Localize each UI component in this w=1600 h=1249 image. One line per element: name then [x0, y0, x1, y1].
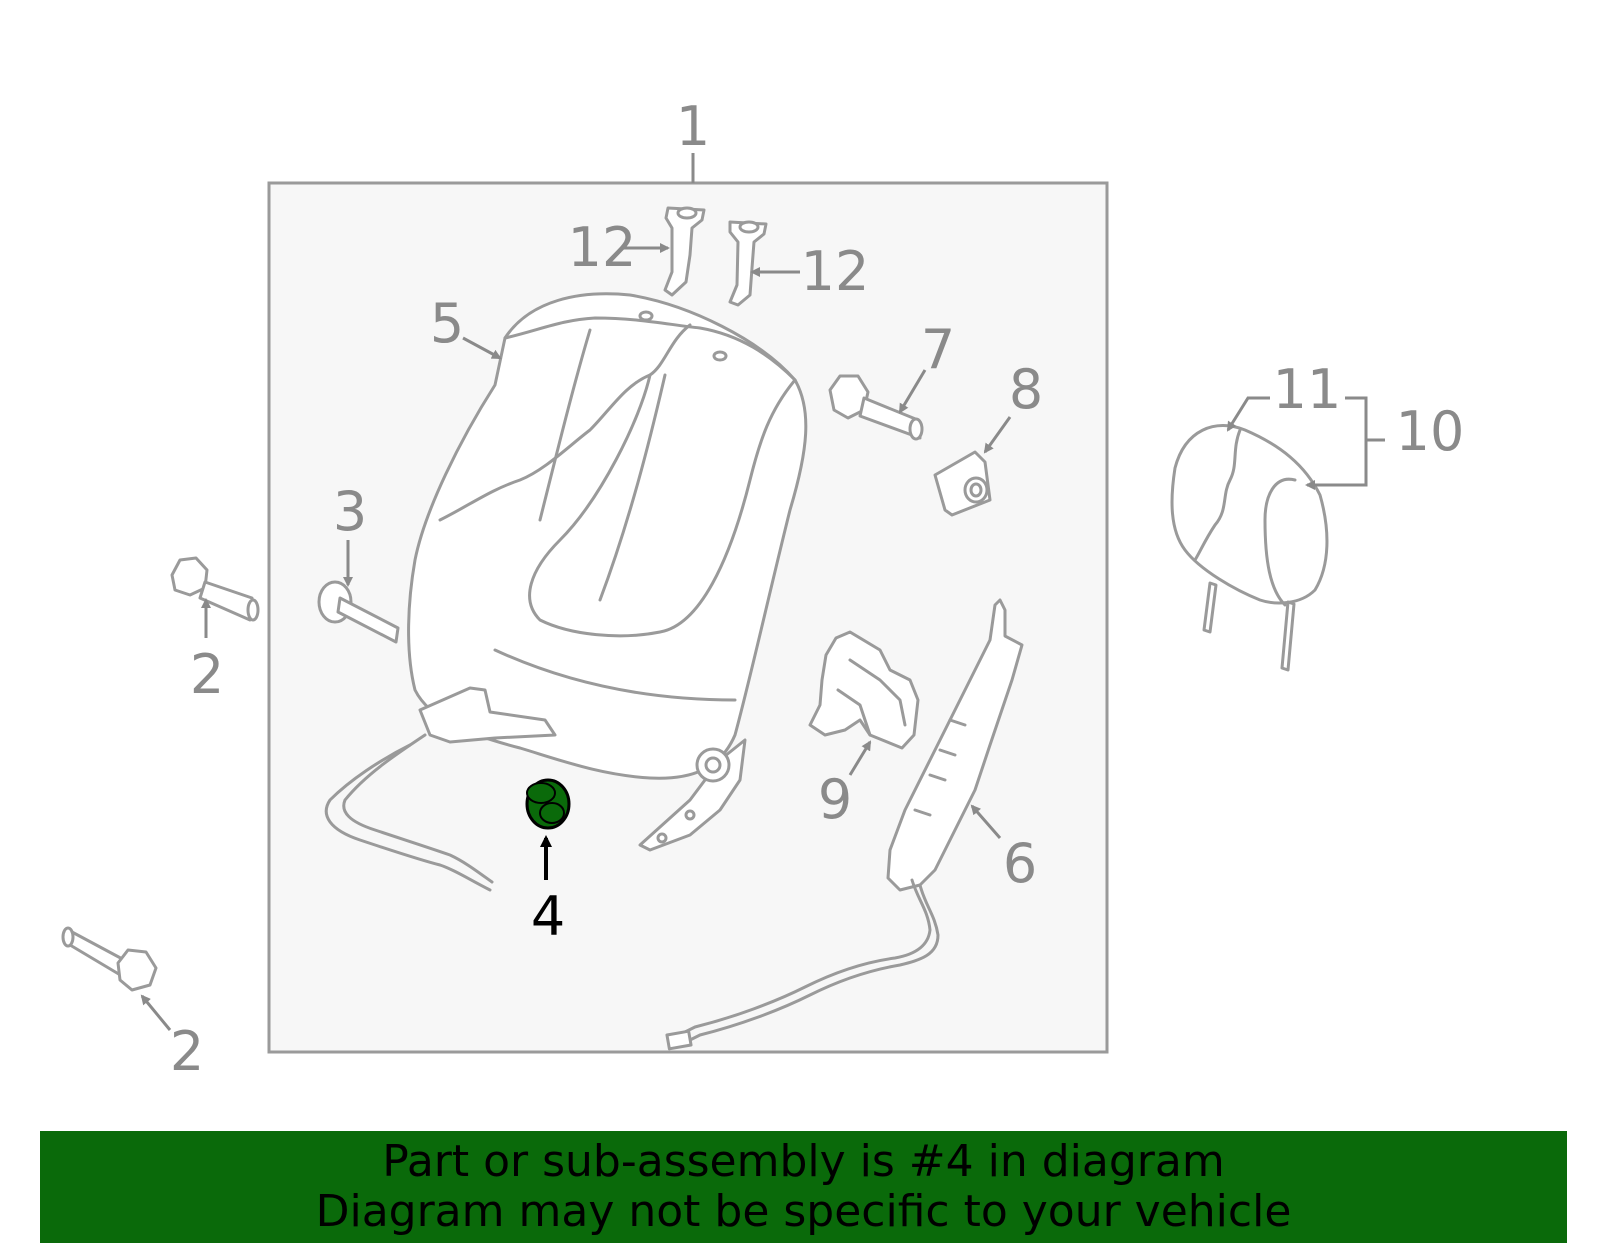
callout-2b-leader: [140, 994, 172, 1031]
clip-nut-8[interactable]: [933, 450, 992, 517]
bolt-3[interactable]: [317, 580, 400, 644]
bracket-12-left[interactable]: [663, 206, 706, 297]
callout-6-leader: [970, 804, 1002, 839]
callout-8-leader: [983, 416, 1012, 454]
bolt-2-left-lower[interactable]: [61, 926, 158, 992]
info-banner: Part or sub-assembly is #4 in diagram Di…: [40, 1131, 1567, 1243]
headrest-10[interactable]: [1170, 424, 1329, 672]
seat-back-frame[interactable]: [324, 686, 747, 892]
callout-11[interactable]: 11: [1273, 358, 1342, 421]
callout-12a[interactable]: 12: [568, 216, 637, 279]
callout-5-leader: [462, 336, 502, 360]
banner-line-1: Part or sub-assembly is #4 in diagram: [382, 1136, 1225, 1187]
callout-2b[interactable]: 2: [170, 1020, 204, 1083]
callout-9[interactable]: 9: [818, 768, 852, 831]
callout-7[interactable]: 7: [921, 318, 955, 381]
callout-8[interactable]: 8: [1009, 358, 1043, 421]
bolt-2-left-upper[interactable]: [170, 556, 260, 622]
bracket-12-right[interactable]: [728, 220, 768, 307]
bolt-7[interactable]: [828, 374, 924, 441]
banner-line-2: Diagram may not be specific to your vehi…: [315, 1186, 1292, 1237]
callout-3[interactable]: 3: [333, 480, 367, 543]
part-4-grommet[interactable]: [525, 778, 571, 830]
seat-back-cushion[interactable]: [407, 292, 808, 780]
bracket-9[interactable]: [808, 630, 920, 750]
callout-1[interactable]: 1: [676, 95, 710, 158]
callout-12b[interactable]: 12: [801, 240, 870, 303]
callout-4[interactable]: 4: [531, 885, 565, 948]
callout-7-leader: [898, 369, 927, 414]
callout-11-leader: [1226, 396, 1270, 432]
callout-6[interactable]: 6: [1003, 832, 1037, 895]
callout-5[interactable]: 5: [430, 292, 464, 355]
side-airbag-6[interactable]: [665, 598, 1024, 1051]
callout-10[interactable]: 10: [1396, 400, 1465, 463]
callout-2a[interactable]: 2: [190, 643, 224, 706]
callout-9-leader: [848, 740, 872, 776]
